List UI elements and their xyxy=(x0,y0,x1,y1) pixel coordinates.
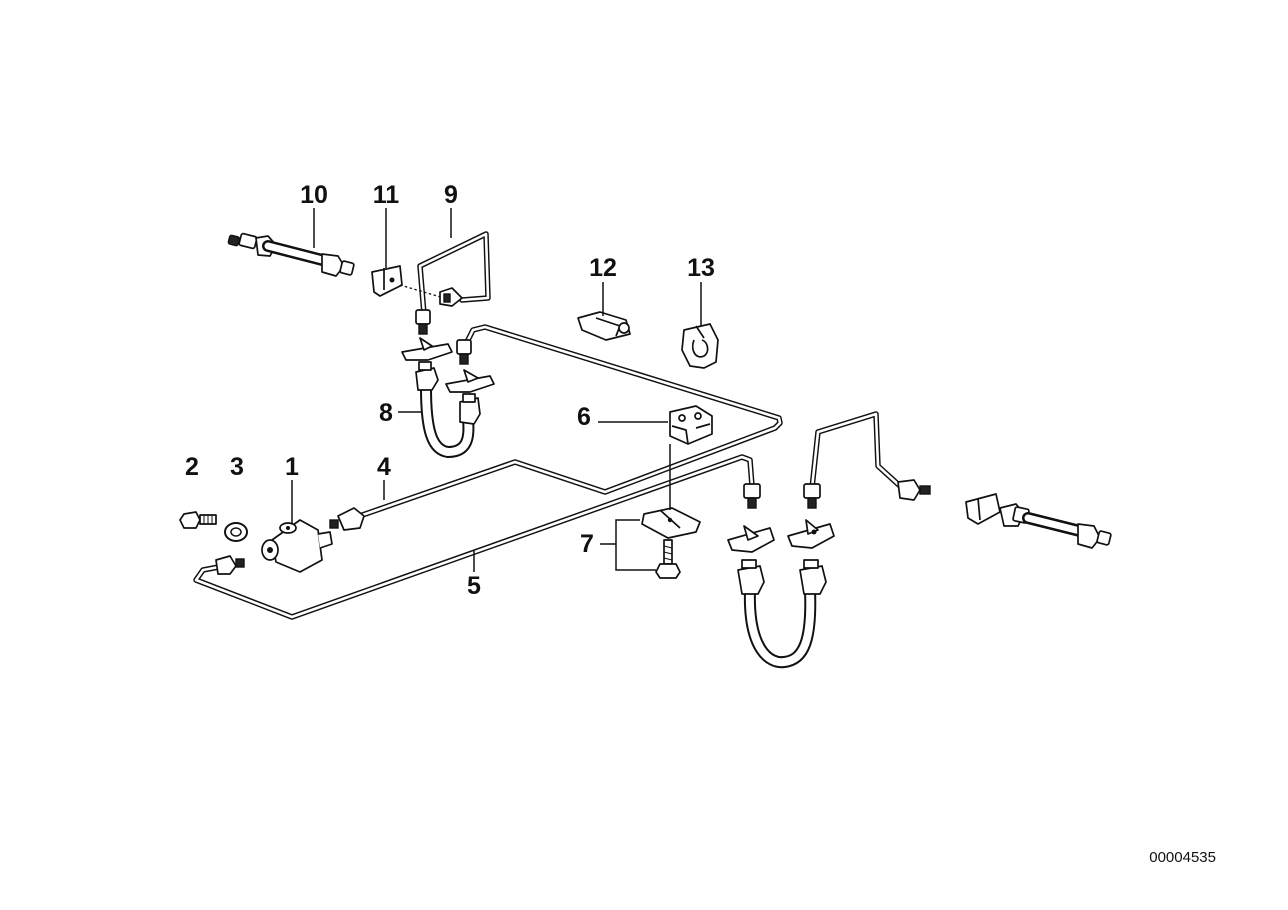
diagram-reference-number: 00004535 xyxy=(1149,849,1216,866)
washer-item-3 xyxy=(224,522,248,542)
brake-pipe-item-9 xyxy=(417,231,491,317)
callout-3: 3 xyxy=(230,453,244,481)
pipe-holders-left xyxy=(401,337,495,393)
bolt-item-2 xyxy=(179,511,217,529)
t-piece-item-1 xyxy=(261,519,333,573)
callout-7: 7 xyxy=(580,530,594,558)
brake-hose-item-8 xyxy=(415,361,481,459)
callout-9: 9 xyxy=(444,181,458,209)
callout-6: 6 xyxy=(577,403,591,431)
clip-item-12 xyxy=(577,311,631,341)
brake-pipe-long xyxy=(345,324,783,523)
callout-1: 1 xyxy=(285,453,299,481)
callout-10: 10 xyxy=(300,181,328,209)
clamp-item-13 xyxy=(681,323,719,369)
callout-labels: 10 11 9 12 13 6 8 2 3 1 4 7 5 xyxy=(185,181,715,600)
pipe-holder-item-6 xyxy=(669,405,713,445)
callout-12: 12 xyxy=(589,254,617,282)
pipe-fitting-left xyxy=(215,507,365,575)
callout-4: 4 xyxy=(377,453,391,481)
brake-pipe-right xyxy=(809,411,903,491)
pipe-fittings-item-9 xyxy=(415,287,472,365)
callout-11: 11 xyxy=(373,181,400,209)
pipe-holders-right xyxy=(727,519,835,553)
brake-hose-item-10 xyxy=(227,232,355,277)
callout-2: 2 xyxy=(185,453,199,481)
pipe-fittings-right xyxy=(743,479,931,509)
brake-hose-right xyxy=(737,559,827,669)
clip-and-bolt-item-7 xyxy=(641,507,701,579)
brake-hose-far-right xyxy=(965,493,1112,549)
bracket-item-11 xyxy=(371,265,445,299)
callout-13: 13 xyxy=(687,254,715,282)
callout-5: 5 xyxy=(467,572,481,600)
leader-lines xyxy=(291,208,702,572)
callout-8: 8 xyxy=(379,399,393,427)
brake-pipe-item-5 xyxy=(193,454,755,620)
